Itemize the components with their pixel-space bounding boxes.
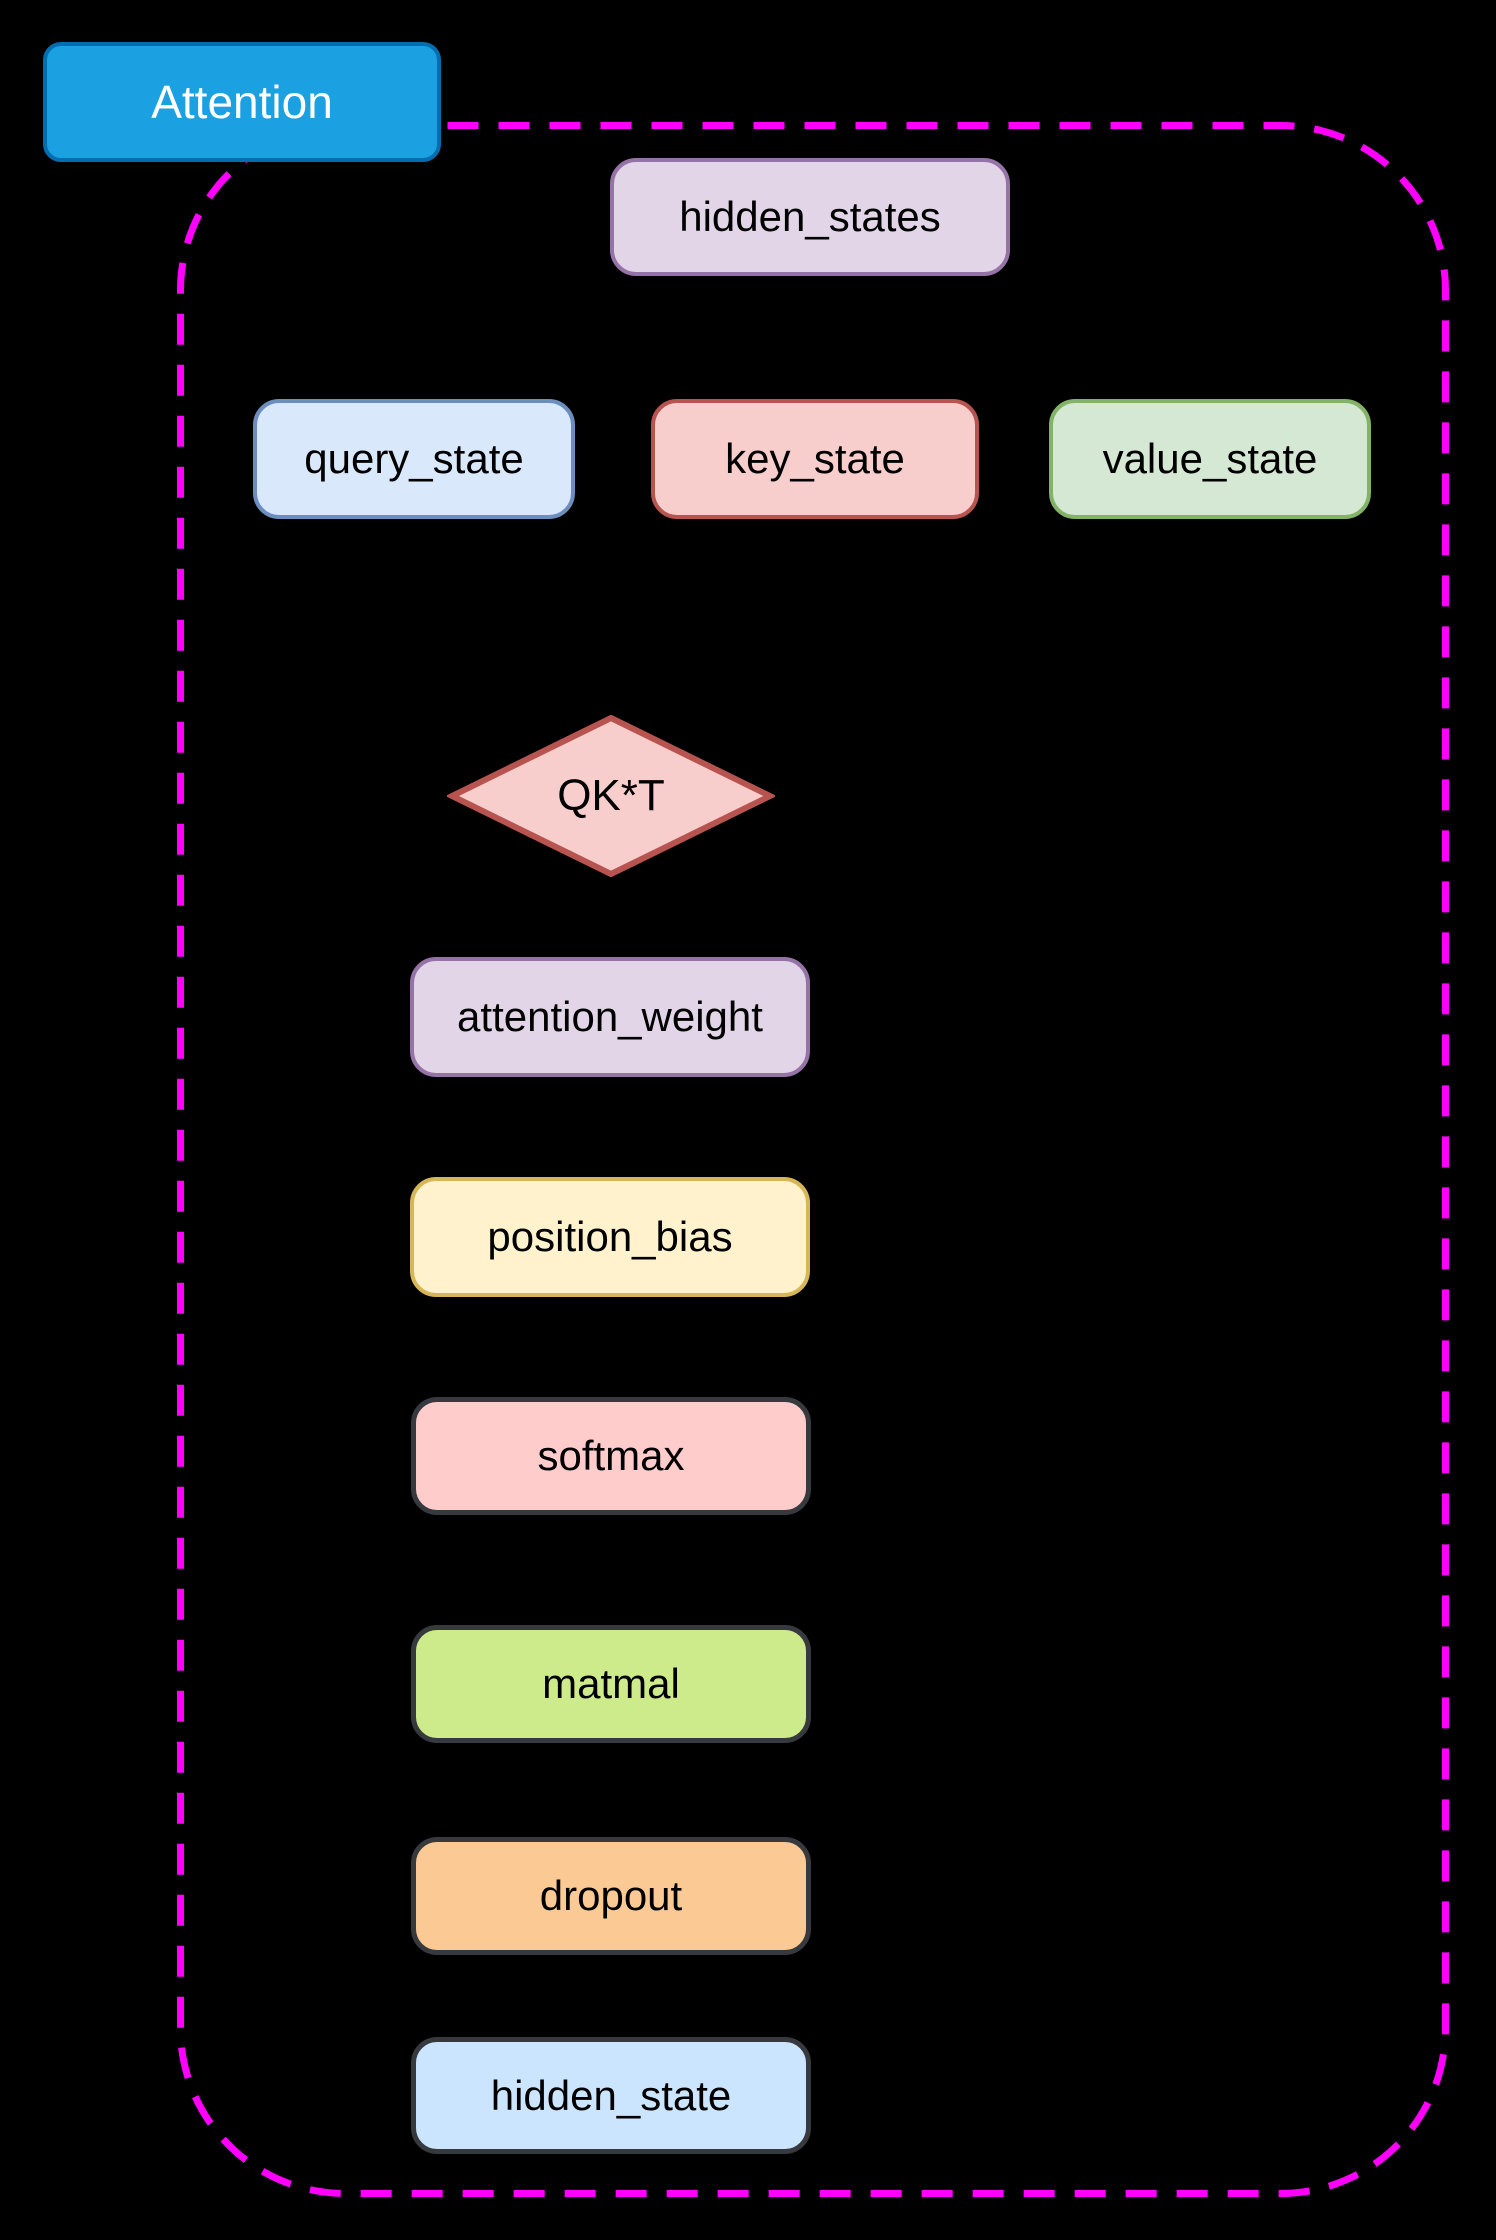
node-qkt-diamond: QK*T [447, 715, 775, 877]
node-attention-weight: attention_weight [410, 957, 810, 1077]
attention-title-label: Attention [151, 76, 333, 128]
diamond-shape [447, 715, 775, 877]
node-label: QK*T [557, 771, 665, 820]
node-label: matmal [542, 1660, 680, 1707]
node-label: hidden_state [490, 2071, 732, 2119]
attention-title-badge: Attention [43, 42, 441, 162]
node-label: query_state [304, 435, 524, 482]
node-value-state: value_state [1049, 399, 1371, 519]
node-dropout: dropout [411, 1837, 811, 1955]
node-key-state: key_state [651, 399, 979, 519]
node-label: position_bias [487, 1213, 733, 1260]
node-softmax: softmax [411, 1397, 811, 1515]
node-query-state: query_state [253, 399, 575, 519]
node-label: softmax [537, 1432, 685, 1479]
node-position-bias: position_bias [410, 1177, 810, 1297]
node-label: key_state [725, 435, 905, 482]
node-hidden-states: hidden_states [610, 158, 1010, 276]
node-matmal: matmal [411, 1625, 811, 1743]
node-label: hidden_states [679, 193, 941, 240]
node-label: value_state [1102, 435, 1318, 482]
node-label: dropout [539, 1872, 683, 1919]
node-hidden-state: hidden_state [411, 2037, 811, 2154]
node-label: attention_weight [457, 993, 763, 1040]
